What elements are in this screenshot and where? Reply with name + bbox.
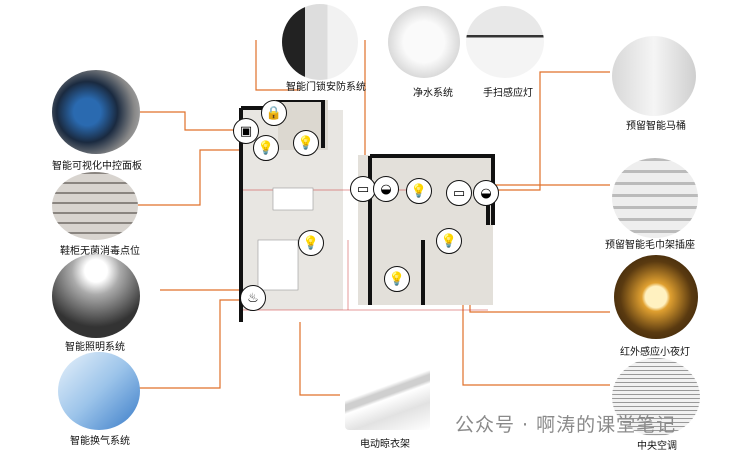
floor-plan-walls — [239, 98, 495, 322]
shoe-cabinet-label: 鞋柜无菌消毒点位 — [60, 246, 140, 257]
ac-label: 中央空调 — [637, 441, 677, 452]
toilet-photo — [612, 36, 696, 116]
toilet-icon: ◒ — [373, 176, 399, 202]
watermark: 公众号 · 啊涛的课堂笔记 — [455, 414, 677, 436]
floor-plan: 🔒 ▣ 💡 💡 ▭ ◒ 💡 ▭ ◒ 💡 💡 💡 ♨ — [233, 98, 499, 322]
ventilation-label: 智能换气系统 — [70, 436, 130, 447]
light-bulb-icon: 💡 — [436, 228, 462, 254]
night-light-label: 红外感应小夜灯 — [620, 347, 690, 358]
door-lock-photo — [282, 4, 358, 80]
shoe-cabinet-photo — [52, 172, 138, 240]
light-bulb-icon: 💡 — [298, 230, 324, 256]
control-panel-icon: ▣ — [233, 118, 259, 144]
clothes-rack-label: 电动晾衣架 — [360, 439, 410, 450]
towel-rack-label: 预留智能毛巾架插座 — [605, 240, 695, 251]
light-bulb-icon: 💡 — [293, 130, 319, 156]
toilet-icon: ◒ — [473, 180, 499, 206]
night-light-photo — [614, 255, 698, 339]
control-panel-photo — [52, 70, 140, 154]
ventilation-photo — [58, 352, 140, 430]
door-lock-icon: 🔒 — [261, 100, 287, 126]
light-bulb-icon: 💡 — [253, 135, 279, 161]
water-purifier-icon: ▭ — [350, 176, 376, 202]
light-bulb-icon: 💡 — [406, 178, 432, 204]
door-lock-label: 智能门锁安防系统 — [286, 82, 366, 93]
light-bulb-icon: 💡 — [384, 266, 410, 292]
control-panel-label: 智能可视化中控面板 — [52, 161, 142, 172]
water-purifier-photo — [388, 6, 460, 78]
ac-photo — [612, 358, 700, 436]
lighting-photo — [52, 254, 140, 338]
toilet-label: 预留智能马桶 — [626, 121, 686, 132]
hand-sweep-light-icon: ▭ — [446, 180, 472, 206]
ventilation-icon: ♨ — [240, 285, 266, 311]
lighting-label: 智能照明系统 — [65, 342, 125, 353]
towel-rack-photo — [612, 158, 698, 238]
water-label: 净水系统 — [413, 88, 453, 99]
hand-light-label: 手扫感应灯 — [483, 88, 533, 99]
hand-sweep-light-photo — [466, 6, 544, 78]
clothes-rack-photo — [345, 368, 430, 430]
